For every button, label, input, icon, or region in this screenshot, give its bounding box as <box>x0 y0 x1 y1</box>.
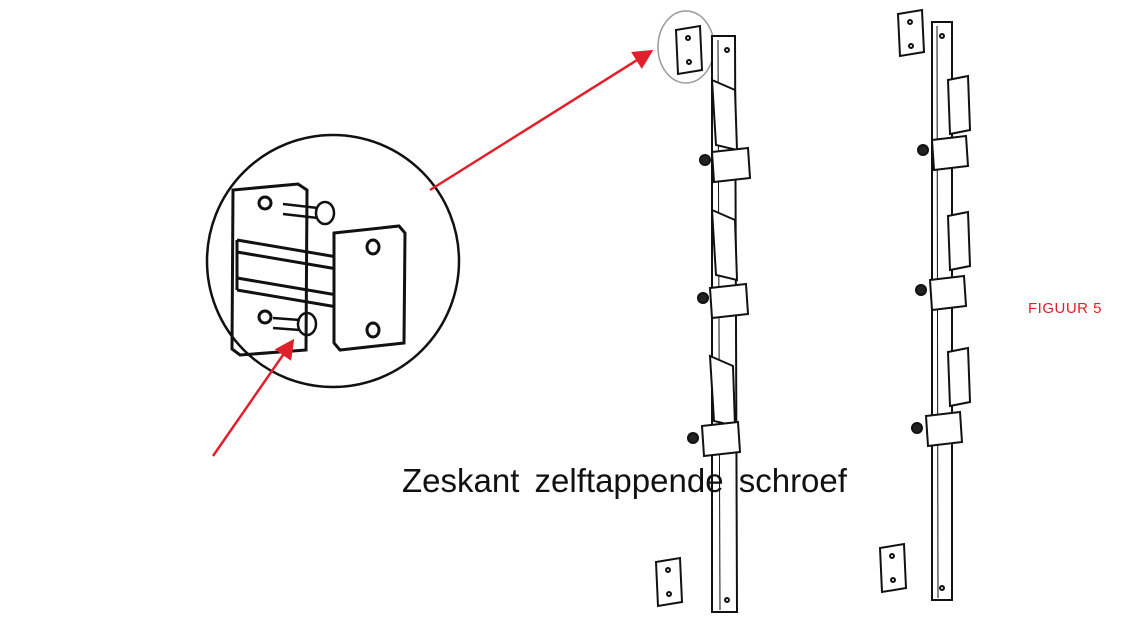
right-rail <box>878 8 972 601</box>
left-rail <box>654 24 752 613</box>
figure-label: FIGUUR 5 <box>1028 300 1103 317</box>
screw-arrow <box>211 338 295 457</box>
detail-magnifier <box>205 133 461 389</box>
detail-arrow <box>429 49 654 192</box>
screw-callout-label: Zeskant zelftappende schroef <box>402 462 847 499</box>
